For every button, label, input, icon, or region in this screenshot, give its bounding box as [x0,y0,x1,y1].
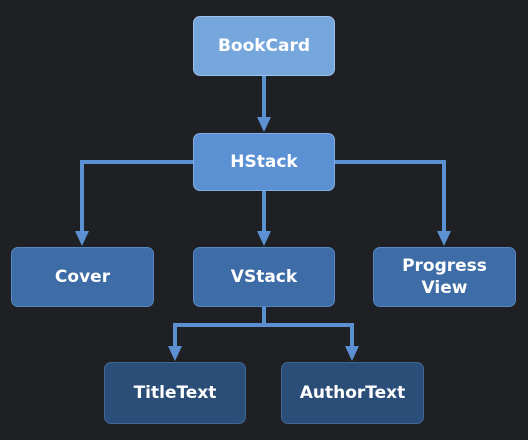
node-cover: Cover [11,247,154,307]
node-titletext-label: TitleText [133,382,217,403]
edge-vstack-title [173,323,264,348]
node-vstack-label: VStack [230,266,298,287]
node-authortext: AuthorText [281,362,424,424]
arrowhead-cover [75,231,89,246]
edge-vstack-author [264,323,354,348]
arrowhead-progress [437,231,451,246]
arrowhead-title [168,346,182,361]
edge-hstack-cover [80,160,193,233]
node-authortext-label: AuthorText [299,382,406,403]
node-progress-view-label: Progress View [402,255,487,298]
node-vstack: VStack [193,247,335,307]
arrowhead-vstack [257,231,271,246]
node-hstack-label: HStack [230,151,298,172]
node-titletext: TitleText [104,362,246,424]
arrowhead-hstack [257,117,271,132]
node-progress-view: Progress View [373,247,516,307]
node-bookcard-label: BookCard [217,35,311,56]
node-hstack: HStack [193,133,335,191]
arrowhead-author [345,346,359,361]
node-cover-label: Cover [54,266,111,287]
edge-hstack-progress [335,160,446,233]
node-bookcard: BookCard [193,16,335,76]
